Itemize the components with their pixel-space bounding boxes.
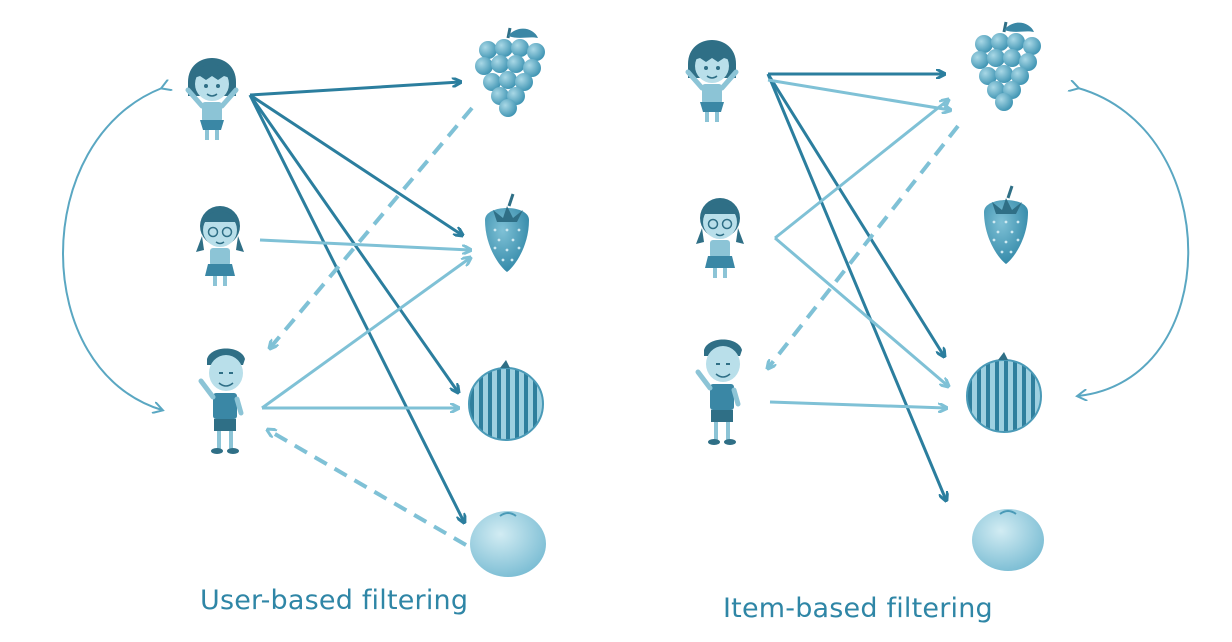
girl-with-bangs-icon: [185, 58, 239, 140]
arrow-item-user1-orange: [766, 73, 946, 500]
arrow-item-user2-watermelon: [774, 236, 948, 386]
arrow-user1-grapes: [249, 82, 460, 97]
arrow-user1-orange: [248, 94, 464, 522]
boy-icon: [695, 339, 742, 445]
arrow-item-user2-grapes: [774, 100, 948, 240]
girl-with-glasses-icon: [696, 198, 744, 278]
item-based-panel: [685, 21, 1190, 571]
arrow-item-user3-watermelon: [769, 400, 946, 408]
arrow-user1-strawberry: [249, 93, 462, 235]
girl-with-bangs-icon: [685, 40, 739, 122]
grapes-icon: [971, 21, 1041, 111]
watermelon-icon: [966, 352, 1042, 433]
girl-with-glasses-icon: [196, 206, 244, 286]
orange-icon: [972, 509, 1044, 571]
user-based-caption: User-based filtering: [200, 585, 469, 616]
user-similarity-curve: [62, 88, 162, 410]
boy-icon: [198, 348, 245, 454]
dashed-grapes-to-user3: [270, 106, 474, 348]
grapes-icon: [475, 27, 545, 117]
watermelon-icon: [468, 360, 544, 441]
arrow-item-user1-grapes-2: [767, 78, 950, 110]
arrow-item-user1-watermelon: [766, 73, 944, 356]
item-based-caption: Item-based filtering: [723, 593, 993, 624]
user-based-panel: [62, 27, 546, 577]
arrow-user2-strawberry: [259, 238, 470, 250]
dashed-grapes-to-user3-item: [768, 124, 960, 368]
strawberry-icon: [984, 185, 1028, 264]
item-similarity-curve: [1078, 88, 1190, 396]
orange-icon: [470, 511, 546, 577]
dashed-orange-to-user3: [268, 430, 468, 547]
strawberry-icon: [485, 193, 529, 272]
arrow-user3-strawberry: [261, 258, 470, 410]
